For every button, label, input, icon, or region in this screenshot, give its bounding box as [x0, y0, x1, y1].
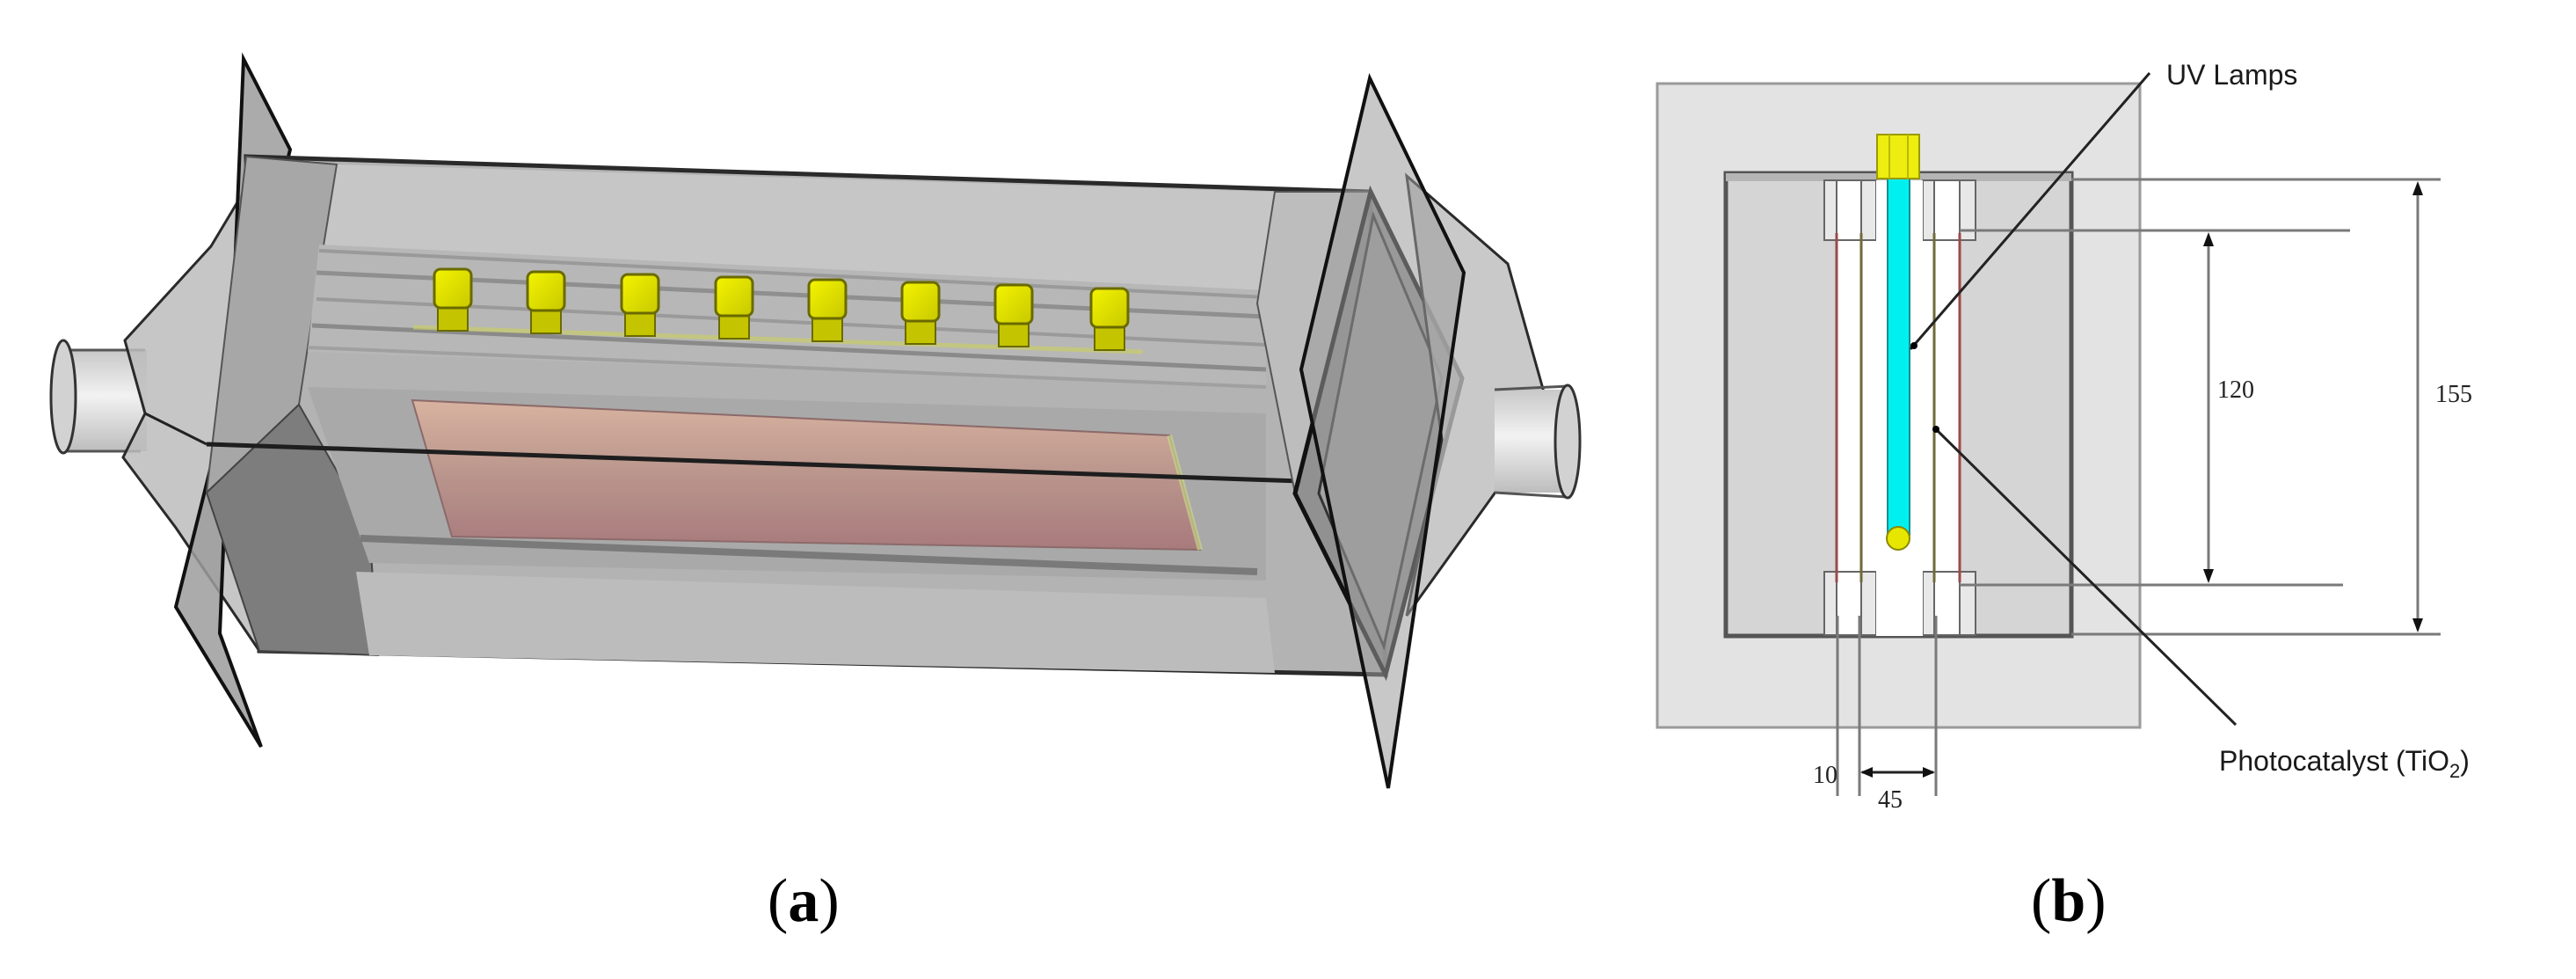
lamp-cap — [993, 283, 1034, 347]
panel-a-reactor-3d — [49, 52, 1582, 789]
uv-lamps-label: UV Lamps — [2166, 59, 2297, 91]
uv-lamp — [1876, 134, 1920, 551]
lamp-cap — [807, 278, 848, 342]
dim-inner-height: 120 — [2217, 376, 2254, 404]
dim-width: 45 — [1878, 786, 1903, 814]
dimension-lines — [1836, 178, 2441, 796]
housing-front-edge — [206, 442, 1302, 484]
right-end-plate — [1299, 73, 1466, 789]
lamp-cap — [900, 281, 941, 345]
dim-gap: 10 — [1813, 762, 1837, 789]
lamp-cap — [620, 273, 660, 337]
panel-b-cross-section: UV Lamps Photocatalyst (TiO2) 120 155 10… — [1655, 59, 2472, 814]
dimension-arrows — [1860, 181, 2423, 778]
outlet-pipe — [1494, 384, 1582, 500]
panel-label-b: (b) — [2031, 867, 2107, 935]
uv-lamp-caps — [433, 267, 1130, 351]
uv-lamps-leader — [1909, 72, 2151, 350]
photocatalyst-leader — [1934, 427, 2238, 727]
lamp-end-cap — [1876, 134, 1920, 179]
lamp-cap — [526, 270, 566, 334]
lamp-cap — [1089, 287, 1130, 351]
plate-holders — [1823, 179, 1976, 636]
lamp-cap — [714, 275, 754, 340]
lamp-cap — [433, 267, 473, 332]
housing-left-facet — [205, 155, 338, 495]
photocatalyst-label: Photocatalyst (TiO2) — [2219, 745, 2470, 782]
dim-outer-height: 155 — [2435, 381, 2472, 408]
housing-floor — [356, 572, 1275, 673]
panel-label-a: (a) — [768, 867, 840, 935]
